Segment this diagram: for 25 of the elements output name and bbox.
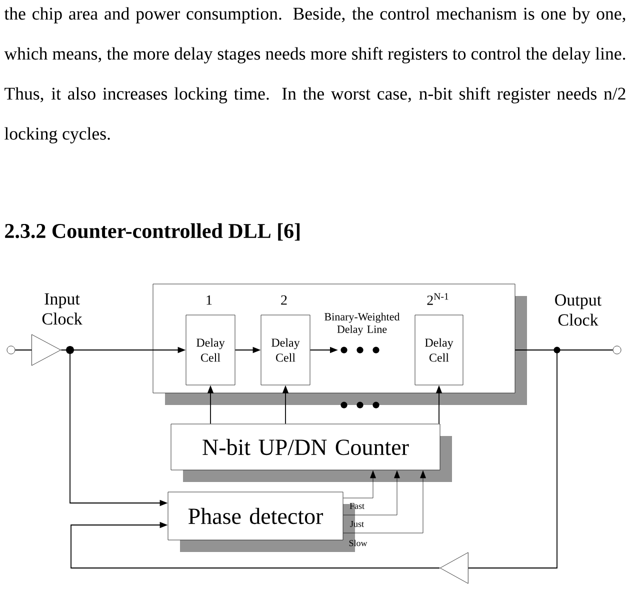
junction-dot xyxy=(66,346,74,354)
edge-label: Fast xyxy=(350,503,364,509)
input-buffer: Input Clock xyxy=(32,293,82,366)
arrow xyxy=(70,522,440,568)
edge-label: Just xyxy=(350,521,364,527)
node-label: Output Clock xyxy=(555,294,602,326)
section-heading: 2.3.2 Counter-controlled DLL [6] xyxy=(5,223,300,241)
feedback-buffer xyxy=(440,552,468,584)
output-terminal: Output Clock xyxy=(555,294,622,354)
delay-cell: Delay Cell 2 xyxy=(260,295,310,386)
arrow xyxy=(343,470,426,534)
delay-cell: Delay Cell 2$^{N-1}$ xyxy=(414,293,464,386)
node-label: 1 xyxy=(206,295,212,305)
node-label: 2$^{N-1}$ xyxy=(427,293,448,305)
arrow xyxy=(343,470,400,516)
wire xyxy=(468,350,558,568)
input-terminal xyxy=(6,346,16,354)
node-label: 2 xyxy=(281,295,287,305)
delay-cell: Delay Cell 1 xyxy=(186,295,236,386)
edge-label: Slow xyxy=(349,540,368,546)
counter-box: N-bit UP/DN Counter xyxy=(170,424,440,470)
paragraph: the chip area and power consumption. Beside, the control mechanism is one by one, which means, the more delay stages needs more shift registers to control the delay line. Thus, it also increases locking time. In the worst case, n-bit shift register needs n/2 locking cycles. xyxy=(4,7,626,144)
phase-detector-box: Phase detector xyxy=(168,492,344,540)
node-label: Input Clock xyxy=(42,293,82,325)
arrow xyxy=(343,470,376,498)
